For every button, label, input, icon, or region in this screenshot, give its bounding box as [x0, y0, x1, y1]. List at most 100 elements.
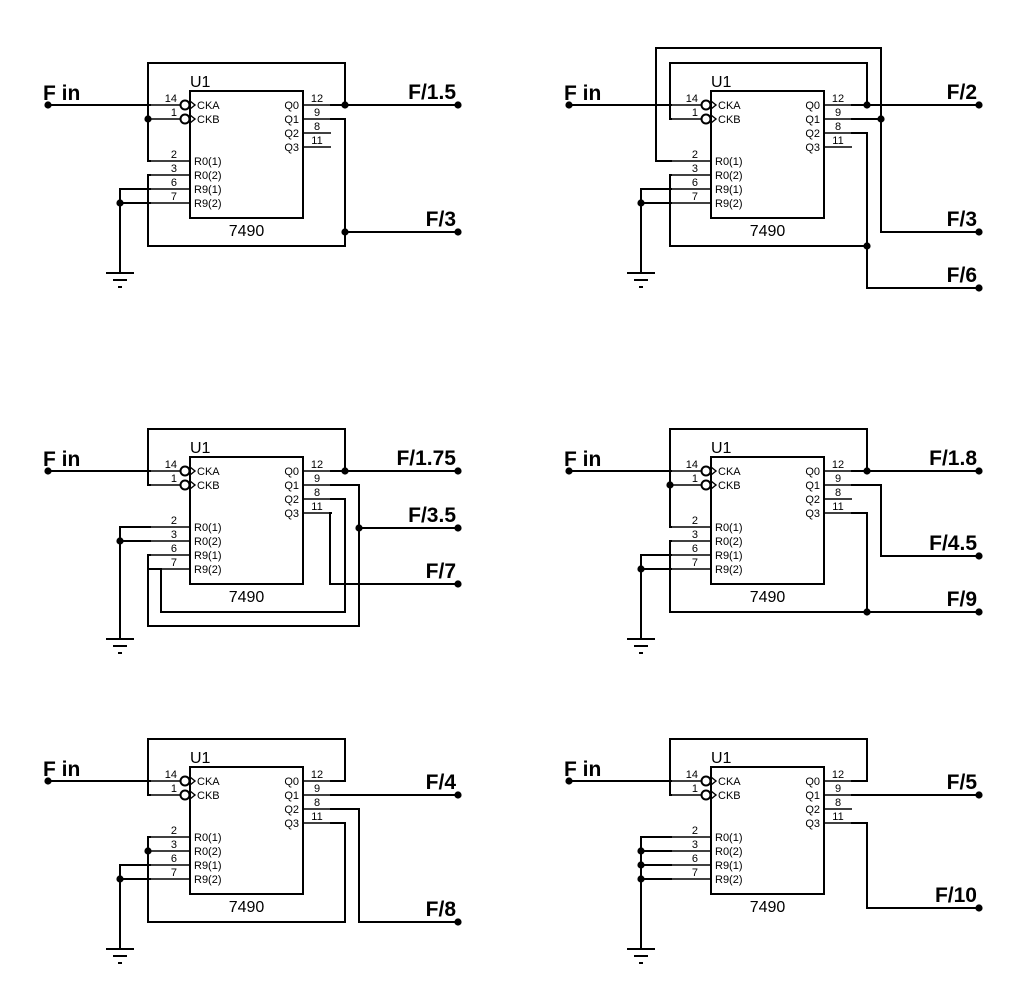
junction-dot	[637, 861, 645, 869]
pin-name: CKB	[197, 114, 220, 126]
pin-name: Q3	[284, 818, 299, 830]
junction-dot	[116, 199, 124, 207]
output-terminal	[975, 467, 983, 475]
pin-number: 1	[692, 107, 698, 119]
pin-name: R9(1)	[194, 184, 222, 196]
pin-number: 14	[686, 459, 698, 471]
ic-7490-body	[710, 90, 825, 219]
chip-part-number: 7490	[750, 589, 786, 606]
output-label: F/1.5	[408, 81, 456, 104]
feedback-wire	[669, 512, 868, 613]
input-terminal	[565, 777, 573, 785]
junction-dot	[355, 524, 363, 532]
junction-dot	[637, 199, 645, 207]
pin-name: CKA	[197, 776, 220, 788]
pin-name: R0(1)	[194, 832, 222, 844]
pin-number: 14	[686, 93, 698, 105]
divider-circuit: U1749014CKA1CKB2R0(1)3R0(2)6R9(1)7R9(2)Q…	[43, 738, 462, 964]
chip-refdes: U1	[190, 74, 211, 91]
pin-name: CKB	[718, 114, 741, 126]
pin-name: R9(2)	[715, 564, 743, 576]
pin-name: R0(2)	[715, 170, 743, 182]
input-terminal	[44, 467, 52, 475]
output-terminal	[975, 608, 983, 616]
clock-triangle-icon	[710, 114, 718, 124]
pin-name: Q2	[284, 804, 299, 816]
output-label: F/5	[947, 771, 978, 794]
output-terminal	[454, 101, 462, 109]
pin-number: 1	[692, 783, 698, 795]
output-terminal	[975, 228, 983, 236]
pin-number: 3	[171, 163, 177, 175]
output-terminal	[454, 918, 462, 926]
pin-number: 11	[311, 811, 322, 823]
pin-number: 14	[165, 459, 177, 471]
ground-icon	[627, 948, 655, 964]
clock-triangle-icon	[710, 790, 718, 800]
chip-part-number: 7490	[750, 223, 786, 240]
pin-name: R0(1)	[715, 156, 743, 168]
pin-name: Q1	[805, 790, 820, 802]
clock-triangle-icon	[189, 790, 197, 800]
pin-name: R9(2)	[715, 874, 743, 886]
pin-name: Q2	[284, 128, 299, 140]
pin-name: Q3	[805, 508, 820, 520]
output-label: F/9	[947, 588, 977, 611]
clock-triangle-icon	[189, 480, 197, 490]
feedback-wire	[147, 118, 346, 247]
junction-dot	[666, 481, 674, 489]
pin-number: 11	[311, 501, 322, 513]
feedback-wire	[147, 822, 346, 923]
inverting-bubble-icon	[179, 99, 191, 111]
pin-name: CKA	[718, 466, 741, 478]
divider-circuit: U1749014CKA1CKB2R0(1)3R0(2)6R9(1)7R9(2)Q…	[564, 47, 983, 292]
input-terminal	[44, 101, 52, 109]
pin-name: Q0	[284, 100, 299, 112]
pin-number: 7	[171, 191, 177, 203]
ground-icon	[106, 638, 134, 654]
pin-number: 2	[171, 149, 177, 161]
junction-dot	[637, 565, 645, 573]
ground-wire	[640, 836, 672, 949]
junction-dot	[144, 847, 152, 855]
output-label: F/3.5	[408, 504, 456, 527]
pin-number: 2	[692, 515, 698, 527]
ic-7490-body	[189, 456, 304, 585]
pin-name: Q0	[284, 776, 299, 788]
pin-number: 6	[692, 853, 698, 865]
inverting-bubble-icon	[700, 113, 712, 125]
chip-refdes: U1	[711, 440, 732, 457]
wire	[851, 484, 882, 557]
feedback-wire	[669, 174, 868, 247]
wire	[330, 808, 360, 923]
pin-number: 7	[692, 557, 698, 569]
pin-name: CKB	[197, 480, 220, 492]
ic-7490-body	[189, 90, 304, 219]
junction-dot	[637, 875, 645, 883]
output-terminal	[454, 791, 462, 799]
inverting-bubble-icon	[179, 775, 191, 787]
pin-name: Q2	[805, 128, 820, 140]
chip-refdes: U1	[711, 74, 732, 91]
pin-number: 1	[171, 107, 177, 119]
pin-name: Q0	[805, 100, 820, 112]
pin-name: Q0	[805, 466, 820, 478]
pin-name: R9(2)	[194, 874, 222, 886]
output-label: F/7	[426, 560, 456, 583]
clock-triangle-icon	[710, 100, 718, 110]
ic-7490-body	[189, 766, 304, 895]
output-label: F/1.75	[396, 447, 456, 470]
pin-name: Q1	[284, 480, 299, 492]
pin-number: 12	[832, 93, 844, 105]
ground-icon	[106, 272, 134, 288]
output-terminal	[454, 228, 462, 236]
pin-number: 9	[835, 107, 841, 119]
pin-number: 8	[835, 121, 841, 133]
feedback-wire	[669, 738, 868, 796]
output-terminal	[975, 904, 983, 912]
pin-name: R0(1)	[194, 522, 222, 534]
pin-name: Q1	[805, 480, 820, 492]
pin-number: 2	[171, 825, 177, 837]
ic-7490-body	[710, 456, 825, 585]
